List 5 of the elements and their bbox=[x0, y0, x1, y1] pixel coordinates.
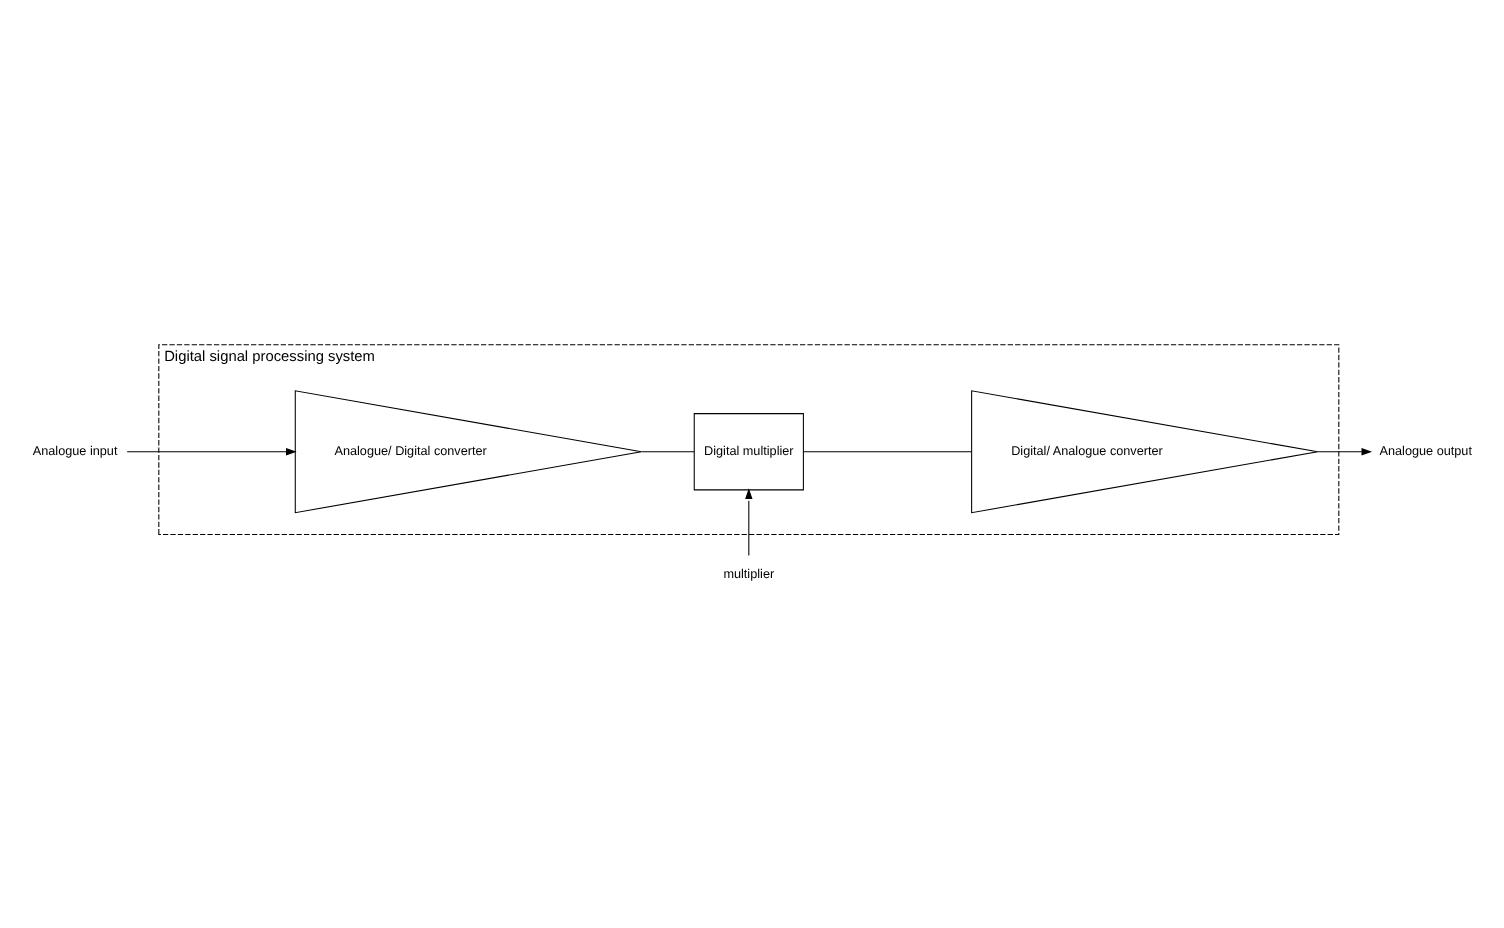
connector bbox=[802, 450, 973, 452]
connector bbox=[640, 450, 695, 452]
arrow bbox=[1317, 447, 1373, 455]
arrow bbox=[745, 487, 753, 556]
arrow bbox=[126, 447, 297, 455]
